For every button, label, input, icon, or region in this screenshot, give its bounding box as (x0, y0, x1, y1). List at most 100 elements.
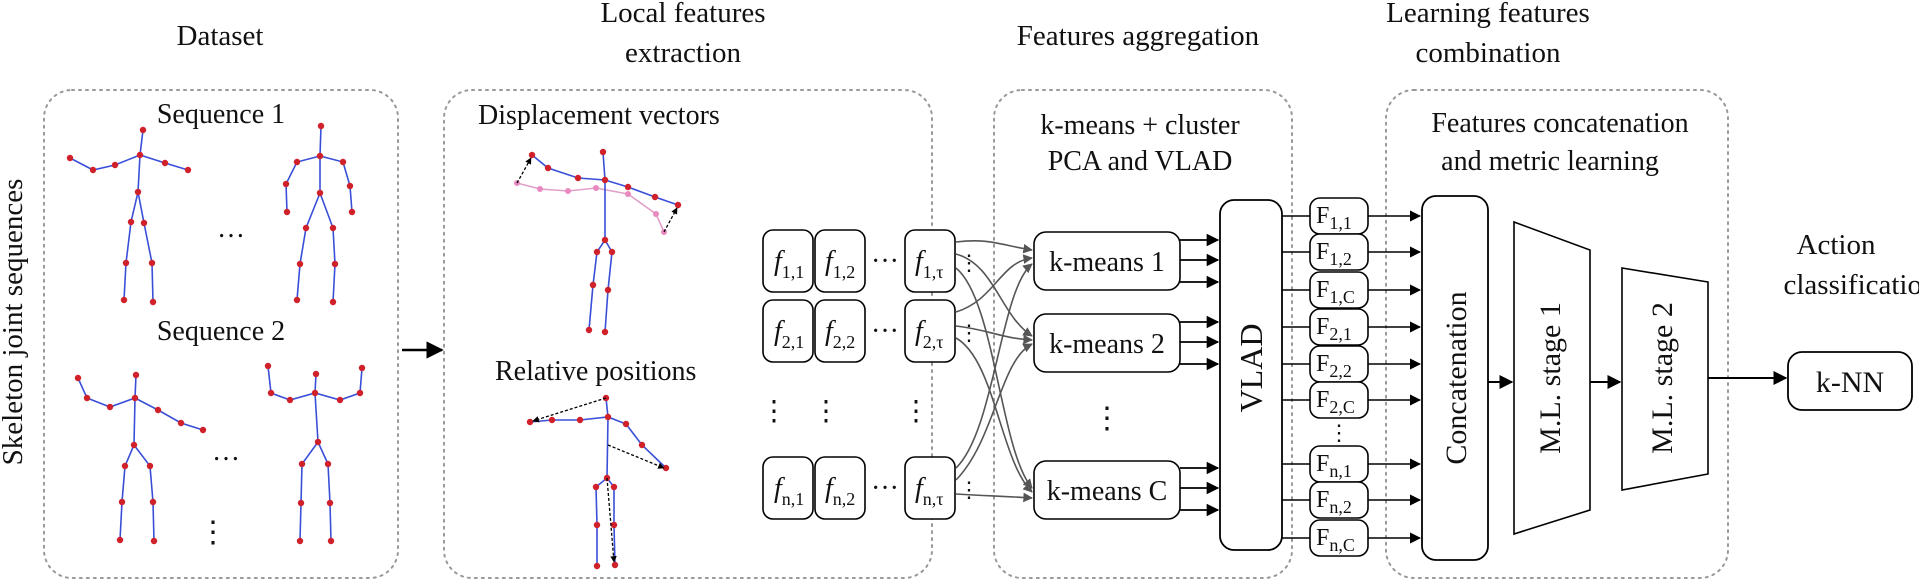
kmeans-box-c (1033, 460, 1181, 520)
feature-sub: 1,1 (782, 262, 805, 282)
feature-cell (814, 456, 866, 520)
feature-hdots: ··· (871, 246, 899, 277)
feature-sub: 1,2 (833, 262, 856, 282)
sequence1-ellipsis: … (217, 213, 245, 244)
knn-label: k-NN (1816, 366, 1884, 399)
feature-sub: 1,τ (923, 262, 944, 282)
sequence1-label: Sequence 1 (157, 99, 285, 130)
kmeans-label-c: k-means C (1047, 476, 1168, 507)
header-local-line1: Local features (600, 0, 765, 29)
output-sub: 1,1 (1329, 213, 1352, 233)
svg-text:F2,1: F2,1 (1316, 314, 1352, 344)
svg-text:Fn,C: Fn,C (1316, 525, 1355, 555)
feature-cell (814, 299, 866, 363)
kmeans-label-1: k-means 1 (1049, 247, 1165, 278)
feature-sub: 2,τ (923, 332, 944, 352)
output-sub: 2,2 (1329, 361, 1352, 381)
output-sub: 1,C (1329, 287, 1355, 307)
feature-vdots: ⋮ (958, 477, 980, 502)
feature-vdots: ⋮ (760, 396, 788, 427)
skeleton-figure (526, 394, 670, 570)
feature-grid: f1,1 f1,2 f1,τ f2,1 f2,2 f2,τ fn,1 fn,2 … (760, 229, 980, 520)
kmeans-box-1 (1033, 231, 1181, 291)
learning-title-line2: and metric learning (1441, 146, 1659, 177)
learning-title-line1: Features concatenation (1431, 108, 1688, 139)
kmeans-to-vlad-arrows (1180, 233, 1220, 517)
svg-text:Fn,2: Fn,2 (1316, 487, 1352, 517)
feature-hdots: ··· (871, 473, 899, 504)
aggregation-title-line1: k-means + cluster (1040, 110, 1240, 141)
header-dataset: Dataset (177, 20, 264, 52)
feature-sub: n,1 (782, 489, 805, 509)
vlad-box (1219, 199, 1283, 551)
vlad-label: VLAD (1233, 324, 1269, 413)
local-features-panel (443, 89, 933, 579)
relative-label: Relative positions (495, 356, 696, 387)
feature-cell (904, 456, 956, 520)
feature-sub: 2,2 (833, 332, 856, 352)
outputs-to-concat-arrows (1368, 210, 1422, 544)
svg-text:F1,2: F1,2 (1316, 239, 1352, 269)
feature-hdots: ··· (871, 316, 899, 347)
feature-cell (814, 229, 866, 293)
header-learning-line2: combination (1416, 37, 1561, 69)
skeleton-figure (69, 129, 189, 303)
output-sub: 2,1 (1329, 324, 1352, 344)
svg-text:fn,1: fn,1 (774, 473, 804, 509)
svg-text:F2,2: F2,2 (1316, 351, 1352, 381)
svg-text:f2,1: f2,1 (774, 316, 804, 352)
svg-text:fn,2: fn,2 (825, 473, 855, 509)
skeleton-figure (514, 148, 682, 336)
feature-vdots: ⋮ (812, 396, 840, 427)
header-action-line1: Action (1797, 229, 1876, 261)
skeleton-figure (77, 374, 204, 542)
aggregation-title-line2: PCA and VLAD (1048, 146, 1233, 177)
dataset-panel (43, 89, 399, 579)
svg-text:f2,τ: f2,τ (915, 316, 944, 352)
concatenation-box (1421, 195, 1489, 561)
svg-text:f1,τ: f1,τ (915, 246, 944, 282)
output-sub: n,2 (1329, 497, 1352, 517)
ml-stage1-trapezoid (1513, 220, 1591, 536)
aggregation-panel (993, 89, 1293, 579)
svg-text:f2,2: f2,2 (825, 316, 855, 352)
feature-sub: n,2 (833, 489, 856, 509)
feature-vdots: ⋮ (958, 250, 980, 275)
feature-cell (762, 229, 814, 293)
vertical-ellipsis: ⋮ (198, 516, 228, 549)
header-learning-line1: Learning features (1386, 0, 1590, 29)
output-sub: 2,C (1329, 397, 1355, 417)
header-action-line2: classification (1783, 269, 1919, 301)
knn-box (1787, 351, 1913, 411)
ml-stage2-trapezoid (1621, 267, 1709, 491)
svg-text:F1,1: F1,1 (1316, 203, 1352, 233)
output-sub: n,C (1329, 535, 1355, 555)
skeleton-figure (285, 125, 353, 303)
feature-cell (762, 299, 814, 363)
displacement-label: Displacement vectors (478, 100, 720, 131)
feature-cell (904, 229, 956, 293)
side-label: Skeleton joint sequences (0, 179, 29, 466)
feature-to-kmeans-connectors (955, 240, 1033, 503)
svg-text:F1,C: F1,C (1316, 277, 1355, 307)
vlad-to-outputs-lines (1282, 215, 1310, 539)
sequence2-label: Sequence 2 (157, 316, 285, 347)
feature-vdots: ⋮ (902, 396, 930, 427)
feature-sub: n,τ (923, 489, 944, 509)
kmeans-vdots: ⋮ (1092, 402, 1122, 435)
kmeans-label-2: k-means 2 (1049, 329, 1165, 360)
learning-panel (1385, 89, 1729, 579)
svg-text:f1,1: f1,1 (774, 246, 804, 282)
output-sub: 1,2 (1329, 249, 1352, 269)
outputs-vdots: ⋮ (1328, 420, 1350, 445)
output-sub: n,1 (1329, 461, 1352, 481)
sequence2-ellipsis: … (212, 436, 240, 467)
ml-stage2-label: M.L. stage 2 (1646, 302, 1679, 454)
header-aggregation: Features aggregation (1017, 20, 1260, 52)
svg-text:fn,τ: fn,τ (915, 473, 944, 509)
feature-cell (762, 456, 814, 520)
svg-text:Fn,1: Fn,1 (1316, 451, 1352, 481)
ml-stage1-label: M.L. stage 1 (1534, 302, 1567, 454)
header-local-line2: extraction (625, 37, 741, 69)
